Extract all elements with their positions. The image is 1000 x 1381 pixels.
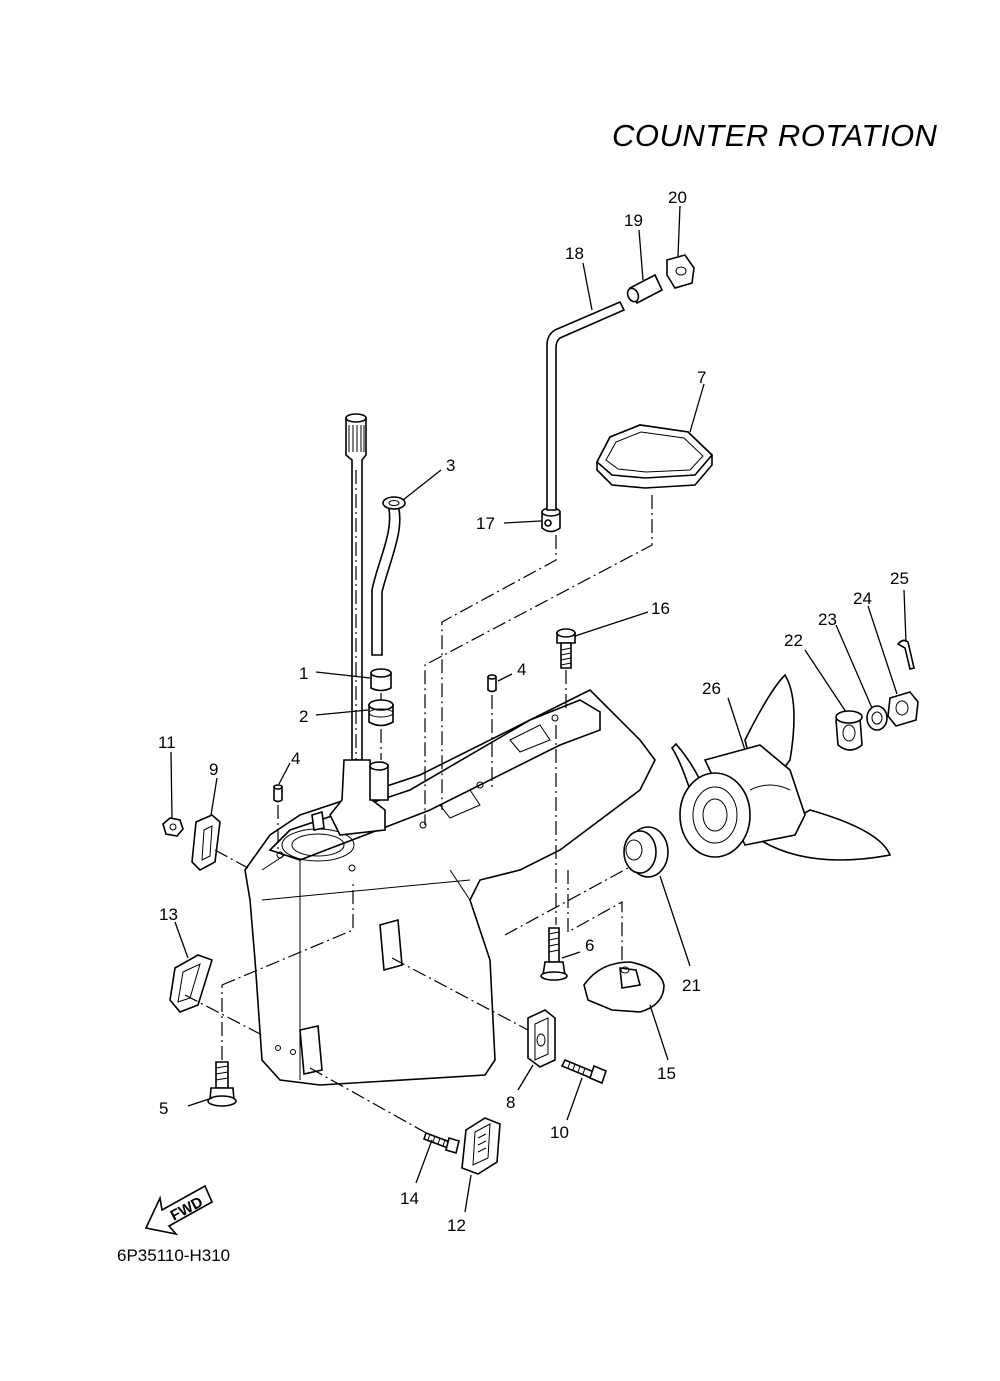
screw-10	[560, 1058, 607, 1085]
callout-4b: 4	[517, 660, 526, 679]
spacer-21	[623, 826, 669, 878]
callout-26: 26	[702, 679, 721, 698]
screw-14	[422, 1131, 460, 1155]
washer-22	[835, 710, 863, 751]
callout-14: 14	[400, 1189, 419, 1208]
nut-11	[162, 817, 184, 837]
gasket-7	[595, 424, 714, 489]
nut-24	[887, 691, 919, 727]
callout-5: 5	[159, 1099, 168, 1118]
washer-23	[866, 705, 888, 731]
trim-tab-15	[583, 961, 665, 1013]
callout-17: 17	[476, 514, 495, 533]
water-tube	[371, 496, 406, 656]
clip-20	[666, 254, 695, 289]
grommet-1	[370, 668, 392, 692]
anode-12	[461, 1117, 501, 1175]
callout-24: 24	[853, 589, 872, 608]
callout-13: 13	[159, 905, 178, 924]
callout-10: 10	[550, 1123, 569, 1142]
callout-11: 11	[158, 733, 176, 752]
anode-13	[169, 954, 213, 1013]
callout-labels: 1 2 3 4 4 5 6 7 8 9 10 11 12 13 14 15 16…	[158, 188, 909, 1235]
callout-20: 20	[668, 188, 687, 207]
dowel-pin-a	[273, 784, 283, 803]
propeller-26	[670, 673, 892, 861]
lower-case-housing	[244, 689, 656, 1086]
callout-15: 15	[657, 1064, 676, 1083]
callout-19: 19	[624, 211, 643, 230]
grommet-17	[541, 507, 561, 533]
seal-2	[368, 699, 394, 727]
callout-18: 18	[565, 244, 584, 263]
callout-4a: 4	[291, 749, 300, 768]
leader-lines	[170, 205, 907, 1213]
bolt-5	[207, 1061, 237, 1107]
callout-1: 1	[299, 664, 308, 683]
anode-8	[527, 1009, 556, 1068]
diagram-code: 6P35110-H310	[117, 1246, 231, 1265]
dowel-pin-b	[487, 674, 497, 693]
anode-9	[191, 814, 221, 871]
callout-8: 8	[506, 1093, 515, 1112]
callout-3: 3	[446, 456, 455, 475]
hose-18	[546, 300, 626, 511]
callout-2: 2	[299, 707, 308, 726]
bolt-16	[556, 628, 576, 669]
joint-19	[626, 273, 664, 305]
callout-12: 12	[447, 1216, 466, 1235]
drive-shaft	[311, 413, 389, 836]
bolt-6	[540, 927, 568, 981]
callout-22: 22	[784, 631, 803, 650]
callout-6: 6	[585, 936, 594, 955]
cotter-pin-25	[896, 639, 915, 670]
callout-25: 25	[890, 569, 909, 588]
callout-21: 21	[682, 976, 701, 995]
callout-9: 9	[209, 760, 218, 779]
fwd-arrow: FWD	[144, 1184, 214, 1236]
diagram-title: COUNTER ROTATION	[612, 118, 938, 153]
callout-16: 16	[651, 599, 670, 618]
callout-23: 23	[818, 610, 837, 629]
callout-7: 7	[697, 368, 706, 387]
